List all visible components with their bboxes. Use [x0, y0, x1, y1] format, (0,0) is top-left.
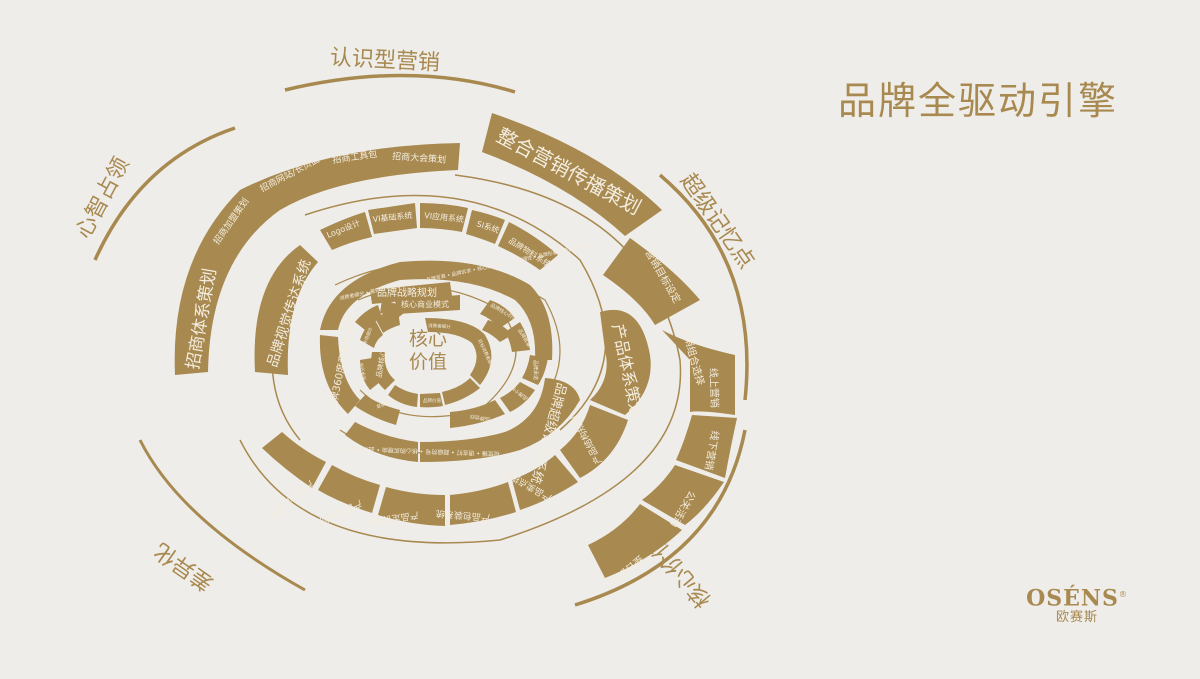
ring2-item: 品牌承诺 — [532, 360, 539, 380]
ring1-segments — [355, 282, 512, 408]
ring5-header: 整合营销传播策划 — [493, 123, 646, 219]
ring3-item: VI应用系统 — [424, 210, 465, 224]
ring3-segments — [254, 203, 580, 462]
center-core-value: 核心 价值 — [409, 328, 447, 373]
ring1-item: 品牌价值 — [423, 397, 441, 404]
label-differentiation: 差异化 — [150, 537, 218, 595]
ring2-header-top: 品牌战略规划 — [377, 286, 437, 299]
outer-arcs — [93, 73, 749, 607]
ring1-item: 消费者细分 — [428, 322, 451, 330]
ring1-header-top: 核心商业模式 — [401, 299, 449, 309]
ring1-item: 竞争分析 — [358, 361, 368, 380]
logo-chinese-name: 欧赛斯 — [1055, 610, 1098, 626]
center-line1: 核心 — [409, 328, 447, 350]
label-mind-occupation: 心智占领 — [71, 153, 134, 242]
center-line2: 价值 — [409, 351, 447, 373]
ring4-top-item: 招商大会策划 — [392, 150, 447, 166]
ring5-segments — [482, 113, 737, 578]
ring5-item: 线上营销 — [707, 368, 721, 408]
logo-wordmark: OSÉNS — [1026, 585, 1119, 612]
ring2-item: 品牌信仰 — [469, 413, 490, 423]
registered-mark-icon: ® — [1118, 590, 1128, 599]
page-title: 品牌全驱动引擎 — [838, 79, 1119, 123]
ring2-segments — [319, 260, 553, 428]
ring4-segments — [174, 143, 651, 526]
ring3-item: VI基础系统 — [372, 210, 413, 224]
brand-logo: OSÉNS® 欧赛斯 — [1022, 583, 1132, 626]
ring4-bottom-item: 产品组合策略 — [267, 478, 316, 522]
label-cognitive-marketing: 认识型营销 — [329, 45, 440, 76]
label-super-memory-point: 超级记忆点 — [675, 169, 759, 273]
ring4-bottom-item: 产品线规划 — [318, 497, 364, 527]
